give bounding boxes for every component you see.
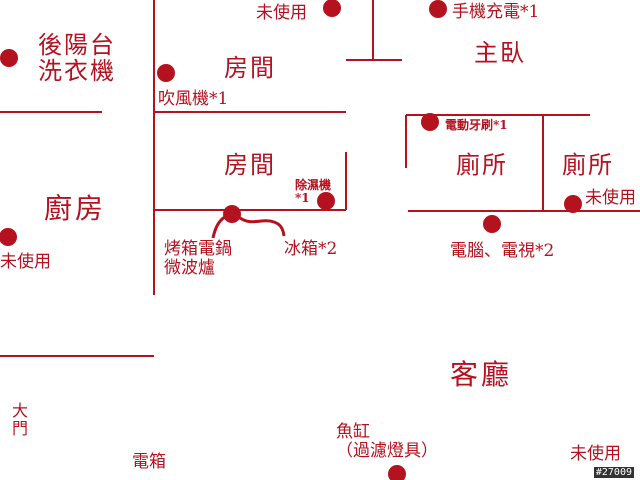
fish-tank-label: 魚缸 （過濾燈具） xyxy=(336,422,438,461)
outlet-dot xyxy=(429,0,447,18)
room-label-mid: 房間 xyxy=(224,151,276,179)
toilet-label-a: 廁所 xyxy=(456,151,508,179)
outlet-dot xyxy=(0,49,18,67)
balcony-label: 後陽台 洗衣機 xyxy=(38,31,116,86)
room-label-top: 房間 xyxy=(224,54,276,82)
phone-charger-label: 手機充電*1 xyxy=(452,2,540,22)
outlet-dot xyxy=(388,465,406,480)
master-bedroom-label: 主臥 xyxy=(474,39,526,67)
outlet-dot xyxy=(157,64,175,82)
outlet-dot xyxy=(421,113,439,131)
dehumidifier-label: 除濕機 *1 xyxy=(295,178,332,206)
outlet-dot xyxy=(483,215,501,233)
unused-label-left: 未使用 xyxy=(0,252,51,272)
oven-cooker-microwave-label: 烤箱電鍋 微波爐 xyxy=(164,239,232,278)
outlet-dot xyxy=(323,0,341,17)
pc-tv-label: 電腦、電視*2 xyxy=(450,241,555,261)
hair-dryer-label: 吹風機*1 xyxy=(158,89,229,109)
living-room-label: 客廳 xyxy=(450,358,513,391)
cord xyxy=(211,213,286,239)
breaker-box-label: 電箱 xyxy=(132,452,166,472)
kitchen-label: 廚房 xyxy=(44,192,107,225)
unused-label-top: 未使用 xyxy=(256,3,307,23)
walls xyxy=(0,0,640,357)
outlet-dot xyxy=(223,205,241,223)
unused-label-bottom: 未使用 xyxy=(570,444,621,464)
outlet-dot xyxy=(564,195,582,213)
fridge-label: 冰箱*2 xyxy=(284,239,338,259)
outlet-dot xyxy=(317,192,335,210)
outlets xyxy=(0,0,582,480)
toothbrush-label: 電動牙刷*1 xyxy=(445,118,508,132)
main-door-label: 大門 xyxy=(12,401,29,439)
unused-label-right: 未使用 xyxy=(585,188,636,208)
toilet-label-b: 廁所 xyxy=(562,151,614,179)
outlet-dot xyxy=(0,228,17,246)
watermark: #27009 xyxy=(593,467,634,478)
